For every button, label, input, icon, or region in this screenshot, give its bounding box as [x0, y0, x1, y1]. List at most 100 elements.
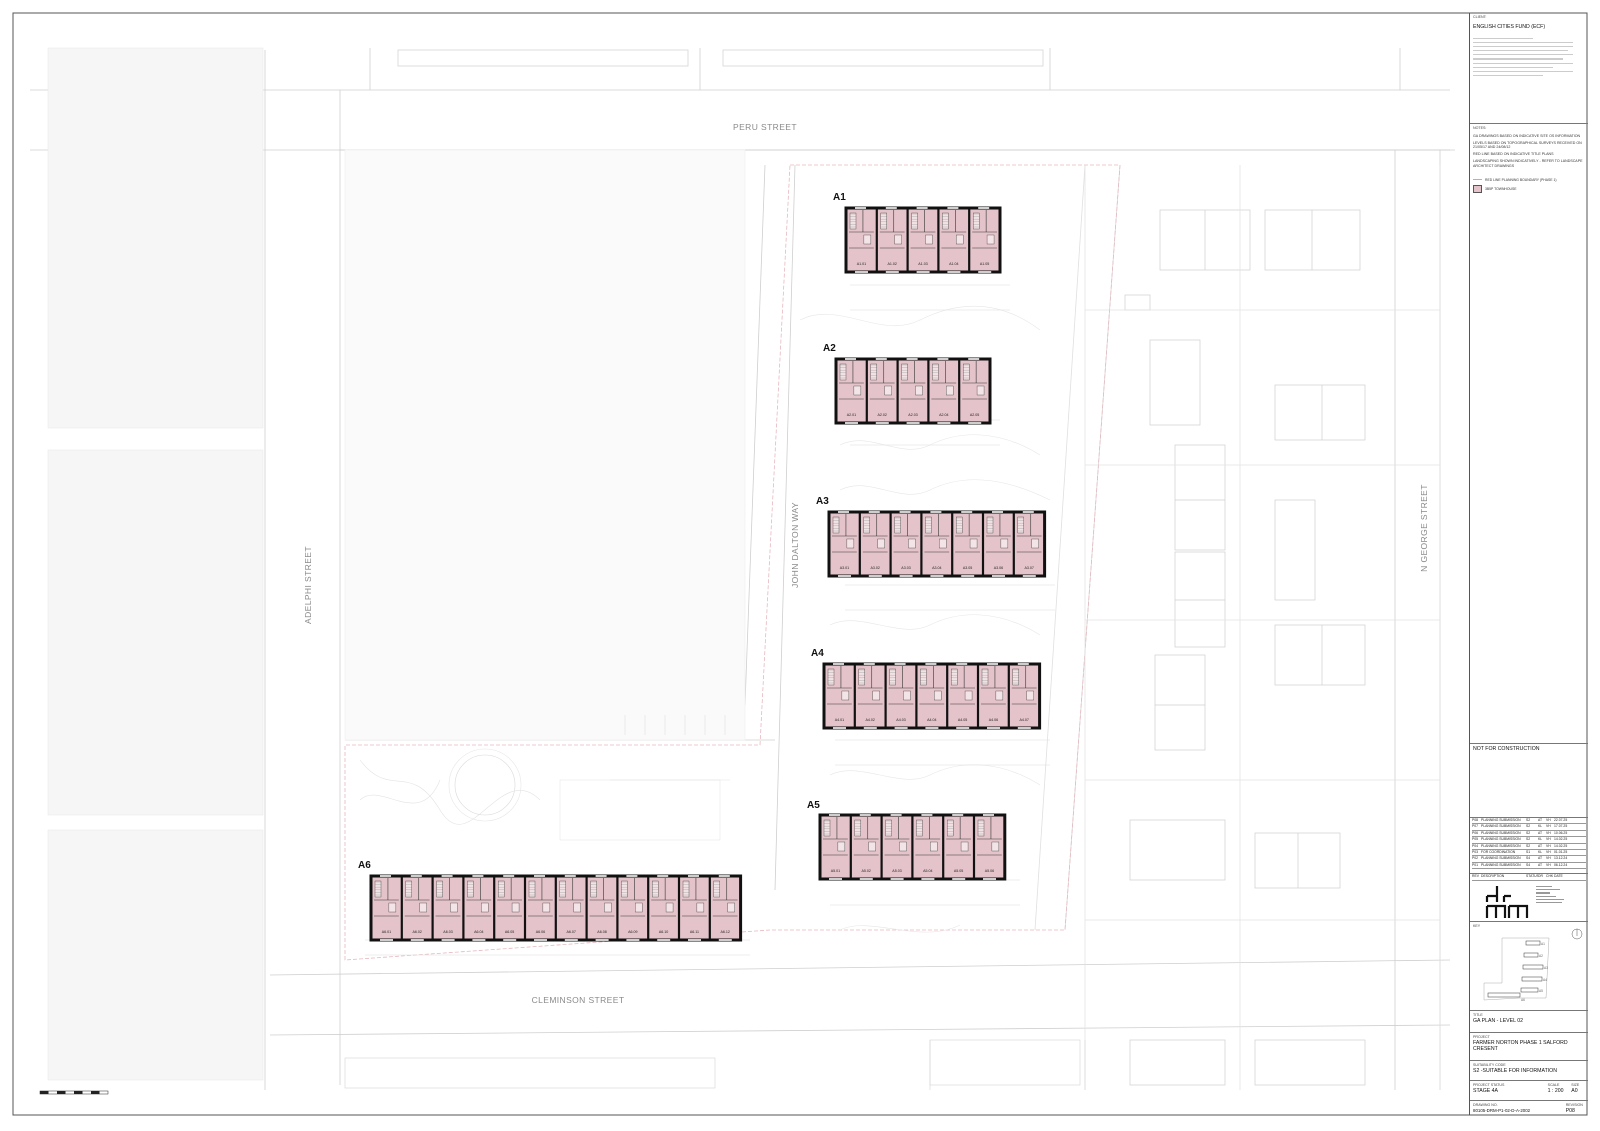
townhouse-unit	[1012, 511, 1042, 577]
townhouse-unit	[493, 875, 522, 941]
unit-label: A3.01	[840, 566, 849, 570]
revision-cell: PLANNING SUBMISSION	[1481, 824, 1521, 829]
project-caption: PROJECT	[1473, 1035, 1490, 1039]
rev-header-chk: CHK	[1546, 874, 1554, 879]
drawing-title: GA PLAN - LEVEL 02	[1473, 1017, 1523, 1024]
context-buildings-west	[47, 47, 746, 1081]
revision-cell: VH	[1546, 843, 1551, 848]
townhouse-unit	[832, 511, 857, 577]
scale-cell: SCALE 1 : 200	[1548, 1083, 1572, 1098]
revision-cell: AT	[1538, 856, 1543, 861]
project-name: FARMER NORTON PHASE 1 SALFORD CRESENT	[1473, 1039, 1568, 1052]
townhouse-unit	[677, 875, 707, 941]
townhouse-unit	[1007, 663, 1037, 729]
revision-cell: P03	[1472, 850, 1479, 855]
revision-cell: 13.12.24	[1554, 856, 1568, 861]
street-john-dalton: JOHN DALTON WAY	[790, 502, 800, 588]
note-item: GA DRAWINGS BASED ON INDICATIVE SITE OS …	[1473, 133, 1581, 138]
unit-label: A1.02	[887, 262, 896, 266]
revision-cell: VH	[1546, 818, 1551, 822]
revision-cell: PLANNING SUBMISSION	[1481, 818, 1521, 822]
scale-value: 1 : 200	[1547, 1087, 1564, 1094]
scale-bar	[39, 1090, 109, 1095]
rev-header-status: STATUS	[1526, 874, 1538, 879]
unit-label: A3.03	[901, 566, 910, 570]
revision-cell: KL	[1538, 824, 1543, 829]
block-label: A4	[811, 648, 824, 659]
unit-label: A5.01	[831, 869, 840, 873]
rev-header-rev: REV	[1472, 874, 1479, 879]
revision-cell: REVISION P08	[1565, 1103, 1585, 1114]
revision-cell: AT	[1538, 862, 1543, 867]
revision-value: P08	[1565, 1107, 1575, 1114]
unit-label: A1.05	[980, 262, 989, 266]
revision-cell: VH	[1546, 850, 1551, 855]
townhouse-unit	[937, 207, 967, 273]
unit-label: A2.03	[908, 413, 917, 417]
townhouse-unit	[708, 875, 738, 941]
revision-cell: S4	[1526, 856, 1531, 861]
title-caption: TITLE	[1473, 1013, 1483, 1017]
legend-red-line-label: RED LINE PLANNING BOUNDARY (PHASE 1)	[1485, 177, 1557, 182]
context-buildings-east	[1084, 165, 1441, 1090]
unit-label: A6.12	[720, 930, 729, 934]
practice-address	[1536, 884, 1564, 905]
townhouse-unit	[915, 663, 945, 729]
drawing-number: 80105-DRM-P1-02-D-A-2002	[1473, 1107, 1531, 1113]
title-section: TITLE GA PLAN - LEVEL 02	[1470, 1010, 1588, 1032]
logo-section	[1470, 873, 1588, 923]
notes-section: NOTES: GA DRAWINGS BASED ON INDICATIVE S…	[1470, 123, 1588, 748]
townhouse-unit	[554, 875, 584, 941]
unit-label: A1.03	[918, 262, 927, 266]
townhouse-unit	[374, 875, 399, 941]
key-label-a3: A3	[1544, 966, 1548, 970]
red-line-swatch	[1473, 179, 1482, 181]
revision-cell: S2	[1526, 843, 1531, 848]
block-label: A1	[833, 192, 846, 203]
townhouse-unit	[911, 814, 941, 880]
revision-cell: VH	[1546, 856, 1551, 861]
townhouse-unit	[839, 358, 864, 424]
note-item: LANDSCAPING SHOWN INDICATIVELY - REFER T…	[1473, 159, 1583, 168]
revision-cell: PLANNING SUBMISSION	[1481, 843, 1521, 848]
revision-cell: KL	[1538, 850, 1543, 855]
revision-cell: PLANNING SUBMISSION	[1481, 837, 1521, 842]
revision-cell: P06	[1472, 830, 1479, 835]
townhouse-unit	[858, 511, 888, 577]
revision-cell: P07	[1472, 824, 1479, 829]
townhouse-unit	[823, 814, 848, 880]
red-line-boundary	[344, 164, 1121, 961]
unit-label: A6.09	[628, 930, 637, 934]
unit-label: A4.06	[989, 718, 998, 722]
townhouse-unit	[647, 875, 676, 941]
townhouse-unit	[849, 814, 879, 880]
block-label: A5	[807, 800, 820, 811]
revision-cell: PLANNING SUBMISSION	[1481, 862, 1521, 867]
townhouse-unit	[616, 875, 646, 941]
townhouse-unit	[585, 875, 615, 941]
revision-cell: VH	[1546, 824, 1551, 829]
townhouse-unit	[431, 875, 461, 941]
block-label: A6	[358, 860, 371, 871]
unit-label: A5.05	[954, 869, 963, 873]
unit-label: A5.06	[985, 869, 994, 873]
unit-label: A6.11	[690, 930, 699, 934]
street-cleminson: CLEMINSON STREET	[532, 995, 625, 1005]
townhouse-unit	[880, 814, 910, 880]
block-label: A2	[823, 343, 836, 354]
townhouse-unit	[981, 511, 1011, 577]
townhouse-unit	[976, 663, 1006, 729]
unit-label: A6.06	[536, 930, 545, 934]
key-label-a5: A5	[1539, 989, 1543, 993]
unit-label: A3.06	[994, 566, 1003, 570]
revision-cell: AT	[1538, 843, 1543, 848]
revision-cell: 17.07.25	[1554, 824, 1568, 829]
